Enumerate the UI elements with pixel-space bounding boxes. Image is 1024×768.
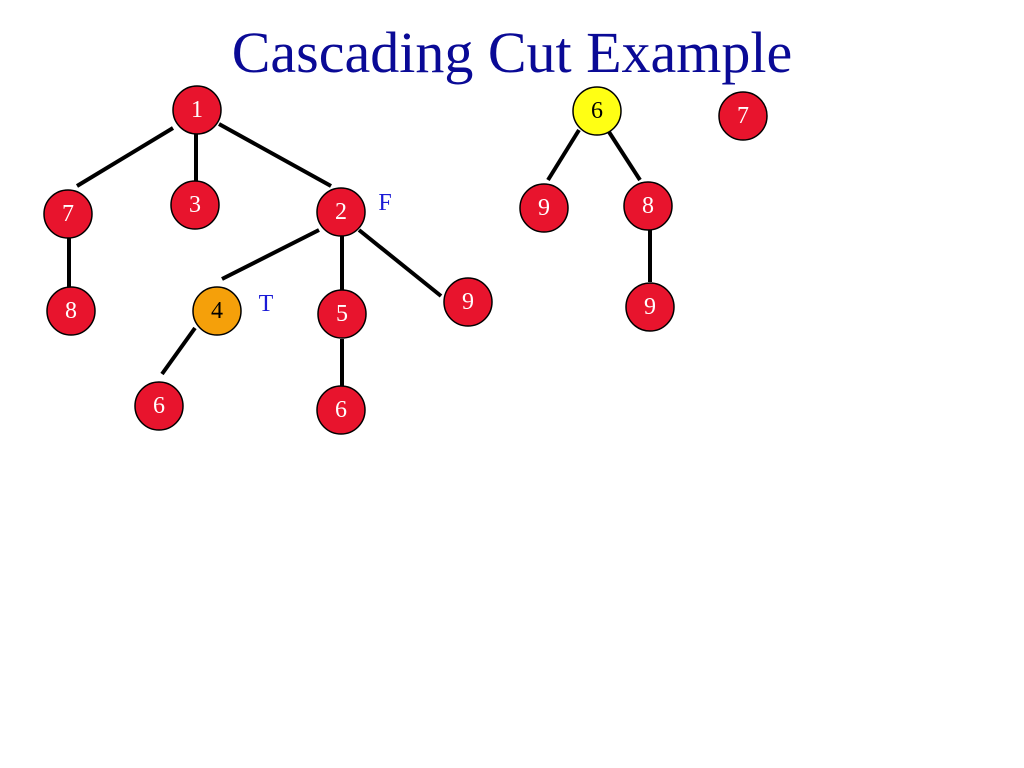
node-label: 2 [335, 199, 347, 225]
node-t1-7: 7 [43, 189, 93, 239]
node-t1-3: 3 [170, 180, 220, 230]
node-label: 8 [642, 193, 654, 219]
node-circle [519, 183, 569, 233]
node-circle [572, 86, 622, 136]
node-label: 5 [336, 301, 348, 327]
node-t1-6a: 6 [134, 381, 184, 431]
node-t1-9: 9 [443, 277, 493, 327]
node-circle [316, 385, 366, 435]
mark-t-label: T [259, 291, 274, 317]
node-label: 3 [189, 192, 201, 218]
node-t1-8: 8 [46, 286, 96, 336]
marks-layer: FT [259, 190, 392, 317]
edges-layer [67, 122, 652, 386]
node-label: 9 [538, 195, 550, 221]
node-circle [192, 286, 242, 336]
node-t2-9: 9 [519, 183, 569, 233]
node-circle [625, 282, 675, 332]
mark-f-label: F [378, 190, 391, 216]
node-label: 6 [591, 98, 603, 124]
edge-t2-root-to-t2-8 [607, 130, 642, 182]
node-circle [718, 91, 768, 141]
node-circle [172, 85, 222, 135]
edge-t1-root-to-t1-7 [75, 126, 175, 188]
edge-t1-4-to-t1-6a [160, 326, 197, 376]
node-circle [134, 381, 184, 431]
node-t2-9b: 9 [625, 282, 675, 332]
edge-t2-root-to-t2-9 [546, 128, 581, 182]
node-circle [170, 180, 220, 230]
node-t3-root: 7 [718, 91, 768, 141]
node-circle [316, 187, 366, 237]
node-circle [623, 181, 673, 231]
node-t1-2: 2 [316, 187, 366, 237]
edge-t1-2-to-t1-9 [357, 228, 443, 298]
edge-t1-2-to-t1-4 [221, 228, 320, 281]
node-label: 4 [211, 298, 223, 324]
node-t1-root: 1 [172, 85, 222, 135]
node-label: 7 [737, 103, 749, 129]
node-t1-6b: 6 [316, 385, 366, 435]
node-circle [46, 286, 96, 336]
node-label: 7 [62, 201, 74, 227]
node-t1-4: 4 [192, 286, 242, 336]
node-circle [317, 289, 367, 339]
node-label: 9 [462, 289, 474, 315]
node-t2-8: 8 [623, 181, 673, 231]
node-circle [43, 189, 93, 239]
node-label: 8 [65, 298, 77, 324]
edge-t1-root-to-t1-2 [218, 122, 332, 188]
node-t2-root: 6 [572, 86, 622, 136]
nodes-layer: 1 7 3 2 8 4 5 9 6 6 6 9 8 9 7 [43, 85, 768, 435]
node-circle [443, 277, 493, 327]
node-t1-5: 5 [317, 289, 367, 339]
slide-title: Cascading Cut Example [231, 20, 793, 85]
node-label: 6 [153, 393, 165, 419]
node-label: 9 [644, 294, 656, 320]
node-label: 6 [335, 397, 347, 423]
node-label: 1 [191, 97, 203, 123]
